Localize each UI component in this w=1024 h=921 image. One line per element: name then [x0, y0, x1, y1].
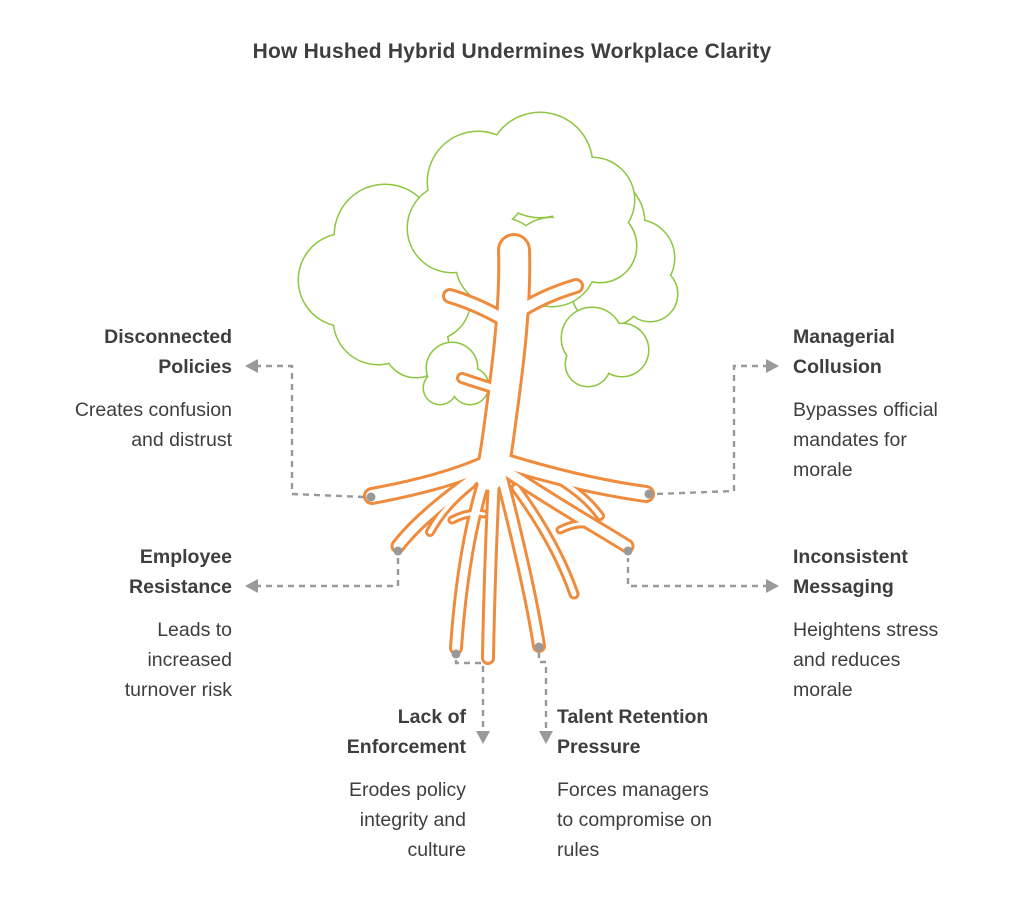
callout-disconnected-policies: Disconnected Policies Creates confusion …: [18, 322, 232, 455]
callout-heading: Employee Resistance: [129, 546, 232, 598]
callout-body: Creates confusion and distrust: [74, 399, 232, 451]
tree-trunk-and-roots-inner: [366, 236, 652, 662]
connector-inconsistent-messaging: [623, 546, 779, 593]
connector-arrow-icon: [245, 579, 258, 593]
connector-root-dot: [451, 649, 461, 659]
callout-lack-of-enforcement: Lack of Enforcement Erodes policy integr…: [254, 702, 466, 865]
connector-root-dot: [366, 492, 376, 502]
callout-heading: Disconnected Policies: [104, 326, 232, 378]
connector-arrow-icon: [539, 731, 553, 744]
connector-managerial-collusion: [644, 359, 779, 499]
callout-heading: Managerial Collusion: [793, 326, 895, 378]
connector-root-dot: [644, 489, 654, 499]
callout-heading: Talent Retention Pressure: [557, 706, 709, 758]
connector-arrow-icon: [476, 731, 490, 744]
connector-root-dot: [534, 642, 544, 652]
connector-arrow-icon: [766, 579, 779, 593]
connectors: [245, 359, 779, 744]
callout-heading: Lack of Enforcement: [346, 706, 466, 758]
connector-arrow-icon: [245, 359, 258, 373]
callout-body: Bypasses official mandates for morale: [793, 399, 938, 481]
callout-body: Erodes policy integrity and culture: [348, 779, 466, 861]
canopy-cloud-small-left-fill: [424, 343, 488, 404]
callout-managerial-collusion: Managerial Collusion Bypasses official m…: [793, 322, 1008, 485]
connector-arrow-icon: [766, 359, 779, 373]
callout-body: Leads to increased turnover risk: [124, 619, 232, 701]
callout-body: Heightens stress and reduces morale: [793, 619, 939, 701]
connector-employee-resistance: [245, 546, 403, 593]
page-title: How Hushed Hybrid Undermines Workplace C…: [252, 40, 772, 63]
canopy-cloud-right-lower-fill: [562, 308, 648, 386]
connector-talent-retention-pressure: [534, 642, 553, 744]
callout-body: Forces managers to compromise on rules: [557, 779, 712, 861]
connector-lack-of-enforcement: [451, 649, 490, 744]
callout-heading: Inconsistent Messaging: [793, 546, 908, 598]
callout-inconsistent-messaging: Inconsistent Messaging Heightens stress …: [793, 542, 1008, 705]
tree-canopy: [297, 111, 679, 406]
connector-disconnected-policies: [245, 359, 376, 502]
connector-root-dot: [623, 546, 633, 556]
connector-root-dot: [393, 546, 403, 556]
callout-employee-resistance: Employee Resistance Leads to increased t…: [18, 542, 232, 705]
callout-talent-retention-pressure: Talent Retention Pressure Forces manager…: [557, 702, 777, 865]
